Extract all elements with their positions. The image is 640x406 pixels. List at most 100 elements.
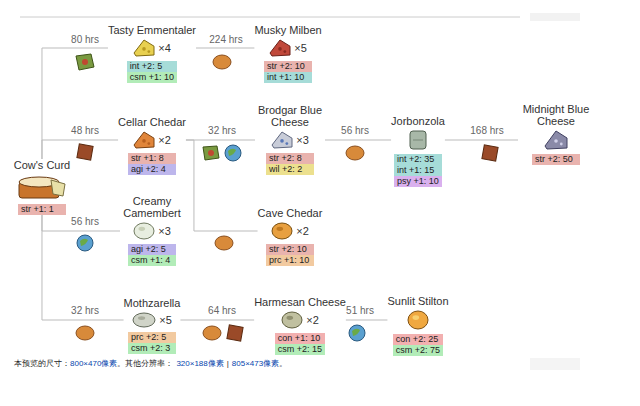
duration-label: 64 hrs	[206, 305, 238, 317]
icon-row: ×3	[271, 131, 309, 149]
stat-badge: prc +1: 10	[266, 255, 314, 266]
globe-icon	[77, 235, 93, 251]
rag-icon	[203, 146, 219, 160]
duration-label: 80 hrs	[69, 34, 101, 46]
duration-label: 48 hrs	[69, 125, 101, 137]
process-line	[42, 215, 120, 231]
stat-badge: int +2: 35	[394, 154, 442, 165]
caption-text: 800×470像素	[70, 359, 117, 369]
duration-label: 224 hrs	[207, 34, 244, 46]
yield-count: ×3	[296, 134, 309, 146]
globe-icon	[225, 145, 241, 161]
stat-badge: con +2: 25	[393, 334, 443, 345]
cheese-icon	[133, 131, 155, 149]
cheese-name: Cellar Chedar	[118, 116, 186, 128]
stat-badge: int +1: 15	[394, 165, 442, 176]
caption-row: 本预览的尺寸：800×470像素。其他分辨率：320×188像素|805×473…	[14, 359, 287, 369]
cheese-node: Creamy Camembert×3agi +2: 5csm +1: 4	[120, 195, 184, 266]
duration-label: 56 hrs	[69, 216, 101, 228]
cheese-name: Midnight Blue Cheese	[518, 103, 594, 127]
cheese-icon	[544, 130, 568, 150]
icon-row: ×2	[281, 311, 319, 329]
process-line	[42, 48, 108, 159]
cheese-icon	[17, 174, 67, 200]
icon-row	[407, 130, 429, 150]
process-line	[186, 140, 255, 141]
stat-badge: csm +2: 75	[393, 345, 443, 356]
cheese-node: Tasty Emmentaler ×4 int +2: 5csm +1: 10	[108, 24, 196, 83]
yield-count: ×2	[306, 314, 319, 326]
icon-row: ×5	[269, 39, 307, 57]
stat-list: str +2: 10int +1: 10	[264, 61, 312, 83]
stat-badge: int +1: 10	[264, 72, 312, 83]
cheese-icon	[281, 311, 303, 329]
cheese-name: Cave Chedar	[258, 207, 323, 219]
cheese-name: Brodgar Blue Cheese	[255, 104, 325, 128]
icon-row: ×4	[133, 39, 171, 57]
yield-count: ×3	[158, 225, 171, 237]
stat-badge: int +2: 5	[127, 61, 177, 72]
cheese-node: Jorbonzola int +2: 35int +1: 15psy +1: 10	[391, 115, 445, 187]
icon-row: ×5	[132, 312, 172, 328]
icon-row: ×2	[271, 222, 309, 240]
process-line	[42, 215, 124, 320]
process-line	[346, 320, 388, 321]
stat-badge: prc +2: 5	[128, 332, 176, 343]
process-line	[196, 48, 254, 49]
icon-row	[407, 310, 429, 330]
bread-icon	[213, 55, 231, 69]
globe-icon	[349, 325, 365, 341]
cheese-name: Musky Milben	[254, 24, 321, 36]
icon-row	[544, 130, 568, 150]
cheese-node: Brodgar Blue Cheese ×3 str +2: 8wil +2: 2	[255, 104, 325, 175]
caption-text: |	[227, 359, 229, 369]
bread-icon	[346, 146, 364, 160]
duration-label: 32 hrs	[206, 125, 238, 137]
icon-row	[17, 174, 67, 200]
cheese-icon	[271, 131, 293, 149]
stat-list: str +2: 10prc +1: 10	[266, 244, 314, 266]
cheese-icon	[133, 39, 155, 57]
cheese-name: Cow's Curd	[14, 159, 71, 171]
cheese-node: Midnight Blue Cheesestr +2: 50	[518, 103, 594, 165]
yield-count: ×4	[158, 42, 171, 54]
cheese-icon	[132, 312, 156, 328]
duration-label: 32 hrs	[69, 305, 101, 317]
cloth-icon	[482, 145, 498, 161]
cloth-icon	[227, 325, 243, 341]
stat-list: con +1: 10csm +2: 15	[275, 333, 325, 355]
stat-badge: csm +1: 10	[127, 72, 177, 83]
stat-badge: psy +1: 10	[394, 176, 442, 187]
process-line	[325, 140, 391, 141]
duration-label: 51 hrs	[344, 305, 376, 317]
process-line	[42, 140, 118, 159]
cheese-name: Jorbonzola	[391, 115, 445, 127]
cheese-node: Cow's Curd str +1: 1	[14, 159, 71, 215]
stat-list: int +2: 5csm +1: 10	[127, 61, 177, 83]
stat-list: str +1: 1	[18, 204, 66, 215]
stat-badge: str +2: 10	[266, 244, 314, 255]
stat-list: str +2: 8wil +2: 2	[266, 153, 314, 175]
cheese-name: Tasty Emmentaler	[108, 24, 196, 36]
stat-list: agi +2: 5csm +1: 4	[128, 244, 176, 266]
process-line	[186, 140, 258, 231]
stat-badge: csm +2: 3	[128, 343, 176, 354]
caption-text: 本预览的尺寸：	[14, 359, 70, 369]
bread-icon	[76, 326, 94, 340]
yield-count: ×5	[159, 314, 172, 326]
cloth-icon	[77, 144, 93, 160]
caption-text: 。其他分辨率：	[117, 359, 173, 369]
stat-list: int +2: 35int +1: 15psy +1: 10	[394, 154, 442, 187]
cheese-icon	[133, 222, 155, 240]
stat-badge: agi +2: 4	[128, 164, 176, 175]
bread-icon	[203, 326, 221, 340]
yield-count: ×2	[158, 134, 171, 146]
stat-badge: str +2: 10	[264, 61, 312, 72]
cheese-icon	[407, 130, 429, 150]
stat-badge: str +1: 8	[128, 153, 176, 164]
duration-label: 168 hrs	[468, 125, 505, 137]
stat-list: str +1: 8agi +2: 4	[128, 153, 176, 175]
stat-badge: str +1: 1	[18, 204, 66, 215]
bread-icon	[215, 236, 233, 250]
